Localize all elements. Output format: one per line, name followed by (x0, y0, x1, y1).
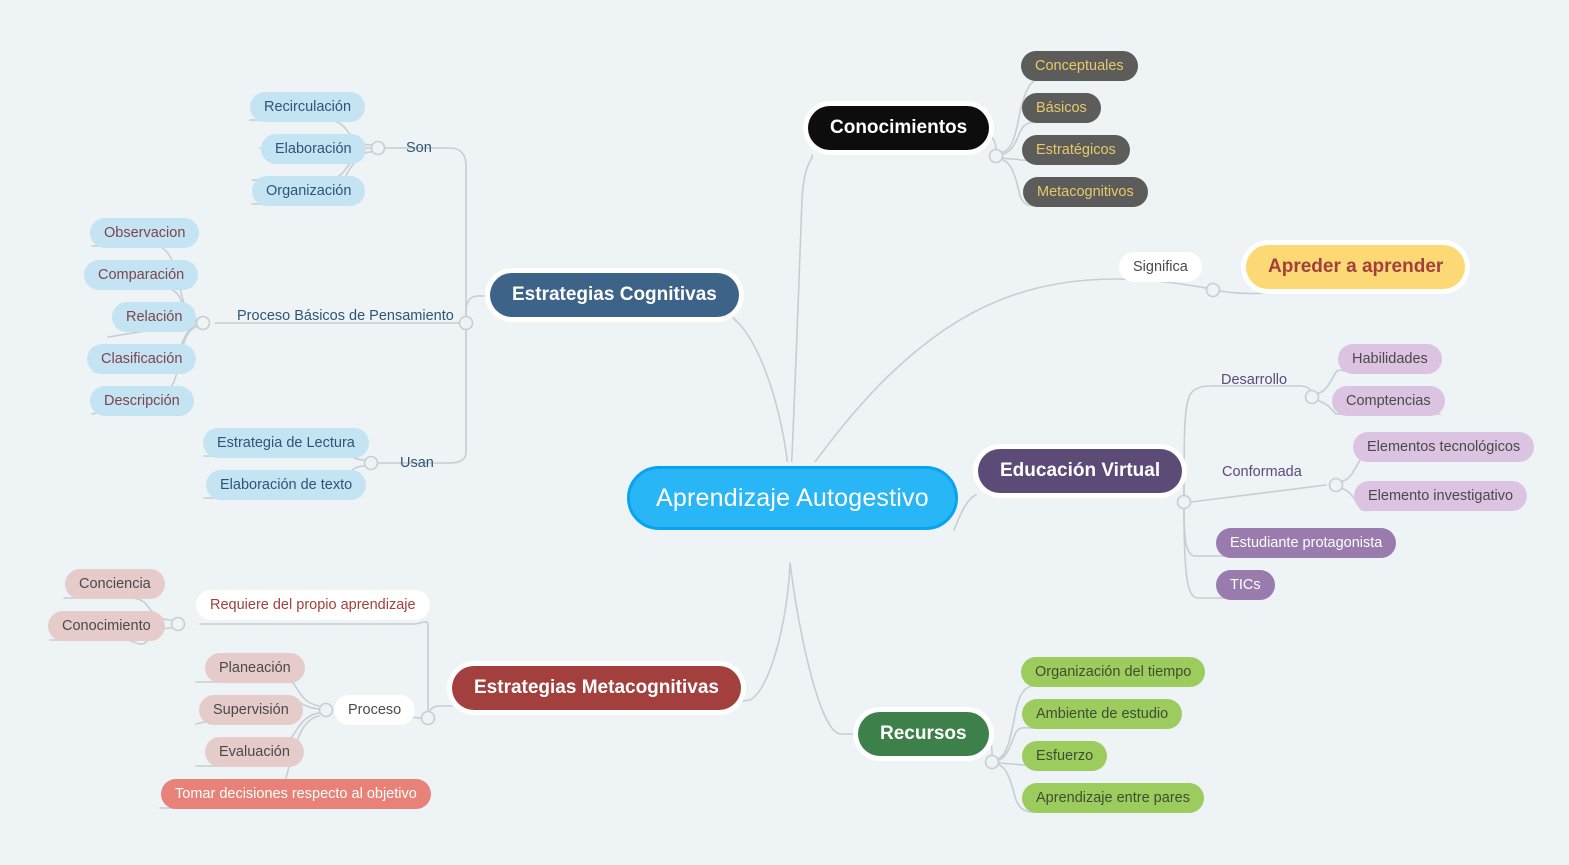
main-node-apreder-a-aprender[interactable]: Apreder a aprender (1246, 245, 1466, 289)
leaf-observacion[interactable]: Observacion (90, 218, 200, 248)
leaf-label: Estudiante protagonista (1230, 535, 1383, 551)
leaf-elementos-tecnologicos[interactable]: Elementos tecnológicos (1353, 432, 1535, 462)
leaf-clasificacion[interactable]: Clasificación (87, 344, 197, 374)
main-node-label: Estrategias Cognitivas (512, 284, 717, 305)
root-node-aprendizaje-autogestivo[interactable]: Aprendizaje Autogestivo (627, 466, 958, 530)
relation-label-son: Son (406, 140, 432, 156)
leaf-label: Elaboración de texto (220, 477, 353, 493)
leaf-label: Comptencias (1346, 393, 1431, 409)
leaf-label: Metacognitivos (1037, 184, 1134, 200)
leaf-label: Relación (126, 309, 183, 325)
relation-label: Significa (1133, 259, 1188, 275)
leaf-habilidades[interactable]: Habilidades (1338, 344, 1442, 374)
relation-label: Proceso (348, 702, 402, 718)
leaf-label: TICs (1230, 577, 1261, 593)
relation-label-conformada: Conformada (1222, 464, 1302, 480)
main-node-estrategias-cognitivas[interactable]: Estrategias Cognitivas (490, 273, 739, 317)
leaf-ambiente-de-estudio[interactable]: Ambiente de estudio (1022, 699, 1183, 729)
main-node-educacion-virtual[interactable]: Educación Virtual (978, 449, 1183, 493)
leaf-label: Conceptuales (1035, 58, 1124, 74)
main-node-estrategias-metacognitivas[interactable]: Estrategias Metacognitivas (452, 666, 741, 710)
relation-label-proceso-basicos: Proceso Básicos de Pensamiento (237, 308, 454, 324)
leaf-label: Evaluación (219, 744, 290, 760)
leaf-comparacion[interactable]: Comparación (84, 260, 199, 290)
main-node-label: Conocimientos (830, 117, 968, 138)
leaf-evaluacion[interactable]: Evaluación (205, 737, 304, 767)
leaf-metacognitivos[interactable]: Metacognitivos (1023, 177, 1148, 207)
leaf-planeacion[interactable]: Planeación (205, 653, 305, 683)
leaf-label: Descripción (104, 393, 180, 409)
root-node-label: Aprendizaje Autogestivo (656, 483, 929, 512)
leaf-conceptuales[interactable]: Conceptuales (1021, 51, 1138, 81)
leaf-estudiante-protagonista[interactable]: Estudiante protagonista (1216, 528, 1397, 558)
leaf-label: Recirculación (264, 99, 352, 115)
relation-label-significa[interactable]: Significa (1119, 252, 1202, 282)
leaf-label: Elementos tecnológicos (1367, 439, 1521, 455)
main-node-label: Apreder a aprender (1268, 256, 1444, 277)
leaf-organizacion-del-tiempo[interactable]: Organización del tiempo (1021, 657, 1206, 687)
leaf-elaboracion-de-texto[interactable]: Elaboración de texto (206, 470, 367, 500)
leaf-estrategicos[interactable]: Estratégicos (1022, 135, 1130, 165)
leaf-recirculacion[interactable]: Recirculación (250, 92, 366, 122)
leaf-label: Organización (266, 183, 352, 199)
leaf-label: Estrategia de Lectura (217, 435, 355, 451)
leaf-aprendizaje-entre-pares[interactable]: Aprendizaje entre pares (1022, 783, 1204, 813)
main-node-recursos[interactable]: Recursos (858, 712, 989, 756)
leaf-label: Tomar decisiones respecto al objetivo (175, 786, 417, 802)
leaf-elaboracion[interactable]: Elaboración (261, 134, 366, 164)
main-node-label: Educación Virtual (1000, 460, 1161, 481)
relation-label-desarrollo: Desarrollo (1221, 372, 1288, 388)
leaf-label: Aprendizaje entre pares (1036, 790, 1190, 806)
leaf-elemento-investigativo[interactable]: Elemento investigativo (1354, 481, 1528, 511)
leaf-label: Organización del tiempo (1035, 664, 1192, 680)
leaf-label: Planeación (219, 660, 291, 676)
main-node-label: Recursos (880, 723, 967, 744)
leaf-label: Comparación (98, 267, 185, 283)
leaf-supervision[interactable]: Supervisión (199, 695, 303, 725)
leaf-label: Elaboración (275, 141, 352, 157)
leaf-basicos[interactable]: Básicos (1022, 93, 1101, 123)
leaf-label: Habilidades (1352, 351, 1428, 367)
leaf-tomar-decisiones[interactable]: Tomar decisiones respecto al objetivo (161, 779, 431, 809)
relation-label-requiere-del-propio-aprendizaje[interactable]: Requiere del propio aprendizaje (196, 590, 430, 620)
relation-label-usan: Usan (400, 455, 434, 471)
relation-label-proceso[interactable]: Proceso (334, 695, 416, 725)
leaf-label: Supervisión (213, 702, 289, 718)
leaf-label: Observacion (104, 225, 186, 241)
relation-label: Requiere del propio aprendizaje (210, 597, 416, 613)
leaf-label: Esfuerzo (1036, 748, 1094, 764)
leaf-organizacion[interactable]: Organización (252, 176, 366, 206)
leaf-conciencia[interactable]: Conciencia (65, 569, 165, 599)
leaf-label: Conocimiento (62, 618, 151, 634)
leaf-comptencias[interactable]: Comptencias (1332, 386, 1445, 416)
main-node-conocimientos[interactable]: Conocimientos (808, 106, 990, 150)
leaf-relacion[interactable]: Relación (112, 302, 197, 332)
leaf-label: Elemento investigativo (1368, 488, 1514, 504)
leaf-conocimiento[interactable]: Conocimiento (48, 611, 165, 641)
leaf-label: Básicos (1036, 100, 1087, 116)
leaf-label: Estratégicos (1036, 142, 1116, 158)
leaf-descripcion[interactable]: Descripción (90, 386, 194, 416)
leaf-estrategia-de-lectura[interactable]: Estrategia de Lectura (203, 428, 369, 458)
leaf-label: Ambiente de estudio (1036, 706, 1169, 722)
leaf-tics[interactable]: TICs (1216, 570, 1275, 600)
main-node-label: Estrategias Metacognitivas (474, 677, 719, 698)
leaf-label: Clasificación (101, 351, 183, 367)
leaf-label: Conciencia (79, 576, 151, 592)
leaf-esfuerzo[interactable]: Esfuerzo (1022, 741, 1108, 771)
